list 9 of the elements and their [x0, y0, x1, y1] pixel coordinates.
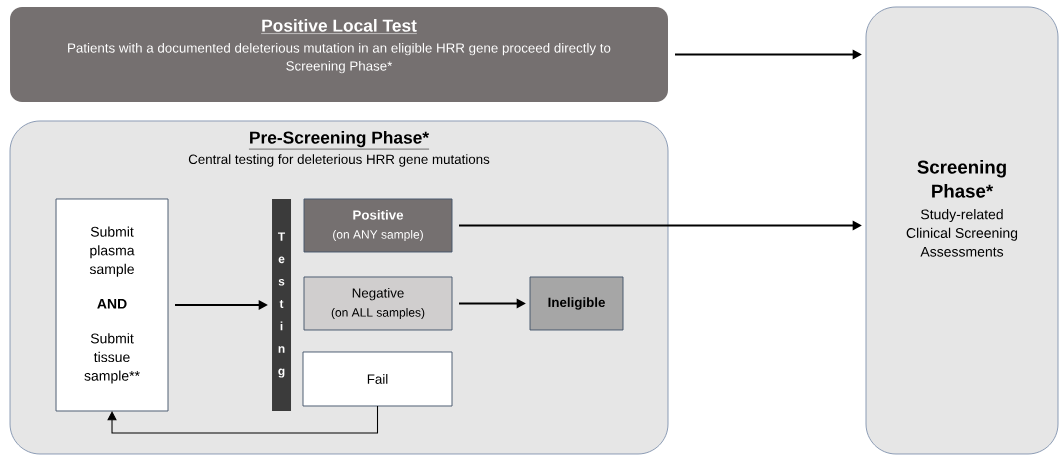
- outcome-box: Ineligible: [529, 276, 624, 331]
- result-box: Positive (on ANY sample): [303, 198, 453, 253]
- result-box: Fail: [302, 351, 453, 407]
- banner-box: Positive Local Test Patients with a documented deleterious mutation in an eligible HRR gene proceed directly to Screening Phase*: [10, 7, 668, 102]
- arrow: [107, 405, 379, 434]
- process-box: Submit plasma sample AND Submit tissue sample**: [55, 198, 169, 412]
- phase-panel: Screening Phase* Study-related Clinical Screening Assessments: [865, 6, 1059, 455]
- result-box: Negative (on ALL samples): [303, 276, 453, 331]
- testing-bar: Testing: [272, 199, 291, 411]
